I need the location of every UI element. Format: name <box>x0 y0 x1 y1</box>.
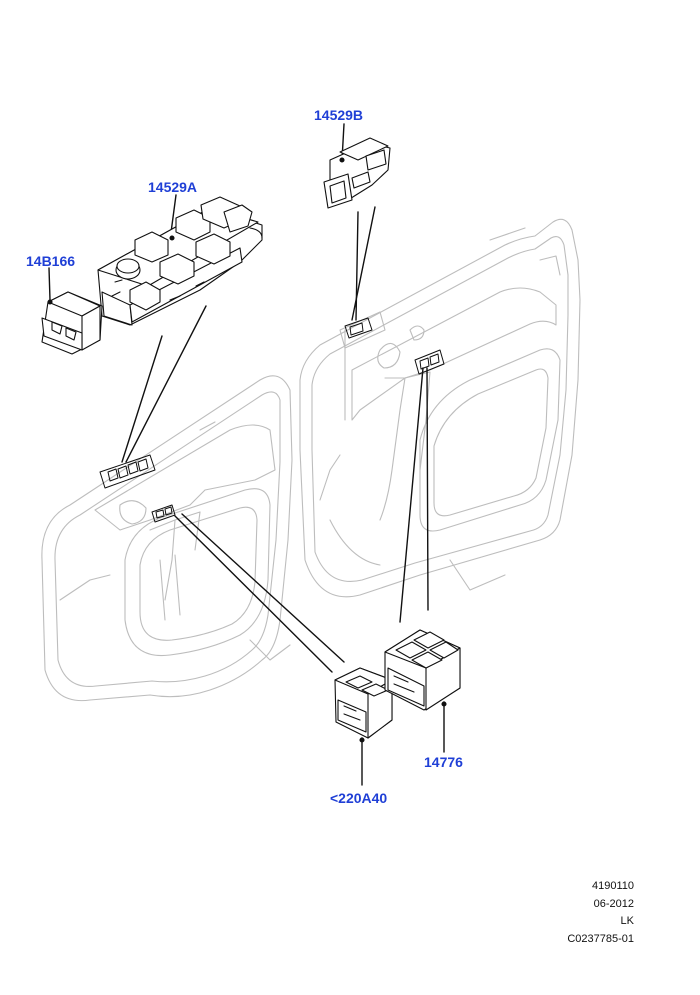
callout-220A40[interactable]: <220A40 <box>330 790 388 806</box>
callout-14529B[interactable]: 14529B <box>314 107 364 123</box>
callout-14776[interactable]: 14776 <box>424 754 463 770</box>
callout-14529A[interactable]: 14529A <box>148 179 198 195</box>
footer-block: 4190110 06-2012 LK C0237785-01 <box>494 878 634 948</box>
footer-image-id: C0237785-01 <box>567 932 634 945</box>
footer-code: LK <box>620 915 634 927</box>
footer-date: 06-2012 <box>593 897 634 910</box>
leader-lines <box>48 123 445 786</box>
part-14B166-switch <box>41 291 103 355</box>
part-14529A-master-switch <box>97 196 263 326</box>
rear-door-trim-panel <box>299 218 581 598</box>
part-14776-switch <box>384 629 461 711</box>
footer-ref: 4190110 <box>591 880 634 892</box>
part-220A40-switch <box>334 667 393 743</box>
callout-14B166[interactable]: 14B166 <box>26 253 76 269</box>
front-door-switch-location <box>99 454 176 523</box>
front-door-trim-panel <box>41 375 293 702</box>
part-14529B-switch <box>323 137 391 209</box>
rear-door-switch-location <box>344 317 445 375</box>
